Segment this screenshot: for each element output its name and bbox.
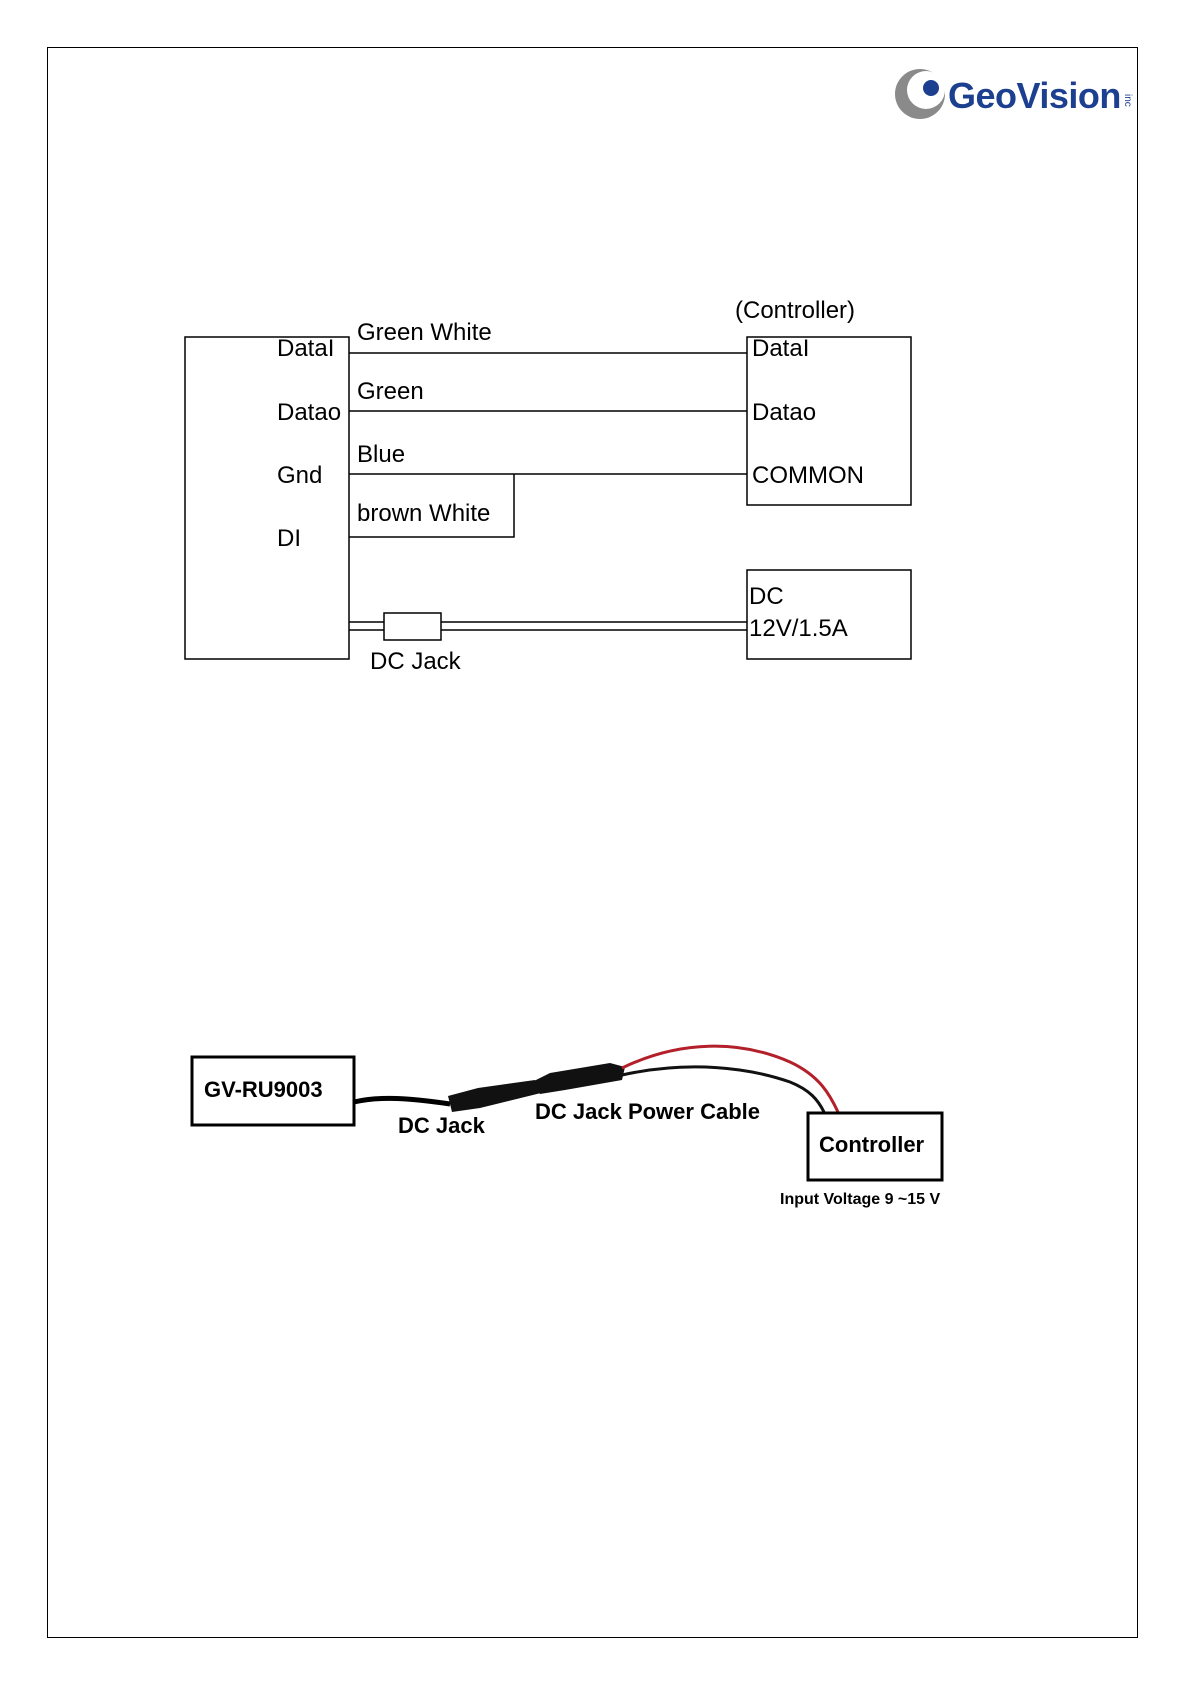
wire-label-green: Green: [357, 378, 424, 405]
dc-jack-plug-icon: [448, 1080, 545, 1112]
device-label: GV-RU9003: [204, 1077, 323, 1102]
dc-jack-symbol: [384, 613, 441, 640]
reader-pin-datao: Datao: [277, 399, 341, 426]
wire-label-brown-white: brown White: [357, 500, 490, 527]
reader-pin-di: DI: [277, 525, 301, 552]
reader-pin-datai: DataI: [277, 335, 334, 362]
wire-label-green-white: Green White: [357, 319, 492, 346]
controller-pin-common: COMMON: [752, 462, 864, 489]
dc-supply-label: DC: [749, 583, 784, 610]
reader-box: [185, 337, 349, 659]
dc-jack-label: DC Jack: [370, 648, 462, 675]
power-cable-label: DC Jack Power Cable: [535, 1099, 760, 1124]
controller-pin-datao: Datao: [752, 399, 816, 426]
reader-pin-gnd: Gnd: [277, 462, 322, 489]
power-dc-jack-label: DC Jack: [398, 1113, 486, 1138]
power-controller-label: Controller: [819, 1132, 925, 1157]
controller-pin-datai: DataI: [752, 335, 809, 362]
device-cable: [354, 1098, 450, 1104]
controller-title: (Controller): [735, 297, 855, 324]
power-cable-plug-icon: [532, 1063, 625, 1094]
input-voltage-label: Input Voltage 9 ~15 V: [780, 1191, 941, 1208]
dc-supply-rating: 12V/1.5A: [749, 615, 848, 642]
wire-label-blue: Blue: [357, 441, 405, 468]
